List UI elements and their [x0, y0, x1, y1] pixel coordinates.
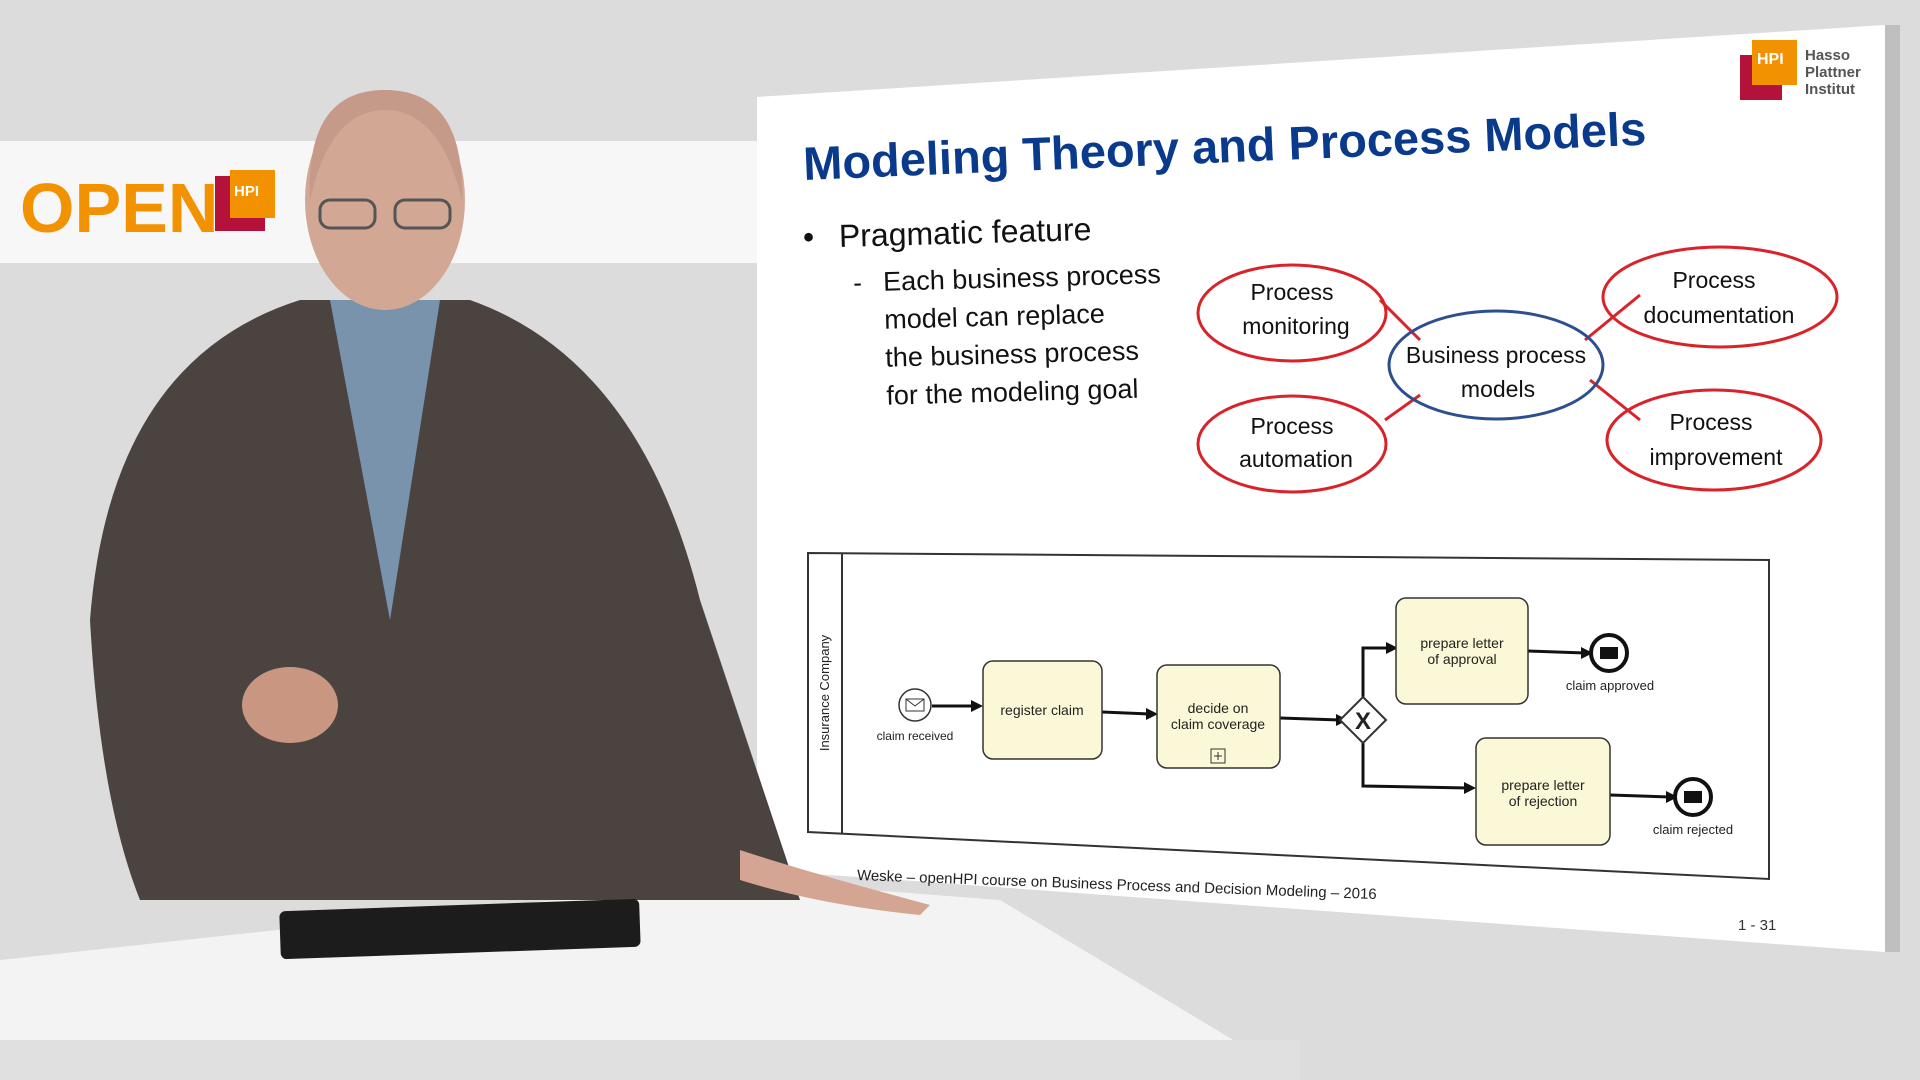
task-register-claim	[982, 660, 1103, 760]
start-event	[898, 688, 932, 722]
mindmap-center-ellipse	[1387, 309, 1605, 421]
envelope-filled-icon	[1600, 647, 1618, 659]
envelope-filled-icon	[1684, 791, 1702, 803]
bpmn-diagram: Insurance Company claim received registe…	[807, 551, 1770, 881]
bpmn-pool	[807, 551, 1770, 881]
start-event-label: claim received	[877, 729, 954, 743]
mindmap-node-label: Process	[1250, 413, 1333, 439]
subprocess-plus-icon	[1210, 748, 1226, 764]
slide-page-number: 1 - 31	[1738, 917, 1776, 934]
mindmap-node-label: improvement	[1650, 444, 1784, 470]
sub-bullet-line: model can replace	[884, 299, 1105, 335]
task-label: prepare letter	[1420, 635, 1504, 651]
envelope-icon	[905, 698, 925, 707]
task-label: of approval	[1427, 651, 1496, 667]
mindmap-node-label: automation	[1239, 446, 1353, 472]
sequence-flows	[932, 646, 1671, 799]
sub-bullet-line: for the modeling goal	[886, 374, 1139, 411]
mindmap-node-ellipse	[1196, 394, 1388, 494]
sub-bullet-line: the business process	[885, 336, 1139, 373]
desk-edge	[0, 1040, 1300, 1080]
task-decide-coverage	[1156, 664, 1281, 769]
task-label: register claim	[1000, 702, 1083, 718]
task-prepare-approval	[1395, 597, 1529, 705]
mindmap-node-ellipse	[1196, 263, 1388, 363]
mindmap-node-label: Process	[1250, 279, 1333, 305]
mindmap-node-label: Process	[1672, 267, 1755, 293]
mindmap-node-label: Process	[1669, 409, 1752, 435]
mindmap-node-label: documentation	[1644, 302, 1795, 328]
hpi-badge-text: HPI	[1757, 51, 1784, 68]
open-logo-text: OPEN	[20, 169, 218, 247]
mindmap: Business process models Process monitori…	[1196, 245, 1839, 494]
sub-bullet-dash: -	[853, 267, 863, 297]
hpi-logo-square	[1752, 40, 1797, 85]
institute-name-line: Plattner	[1805, 64, 1861, 81]
task-prepare-rejection	[1475, 737, 1611, 846]
task-label: claim coverage	[1171, 716, 1265, 732]
mindmap-center-label: Business process	[1406, 342, 1586, 368]
mindmap-node-label: monitoring	[1242, 313, 1349, 339]
task-label: decide on	[1188, 700, 1249, 716]
exclusive-gateway	[1338, 695, 1388, 745]
institute-name-line: Institut	[1805, 81, 1855, 98]
end-event-label: claim approved	[1566, 678, 1654, 693]
subprocess-plus-icon	[1214, 752, 1222, 760]
gateway-marker: X	[1355, 708, 1371, 735]
hpi-logo-square	[230, 170, 275, 218]
tablet-device	[279, 898, 641, 960]
mindmap-center-label: models	[1461, 376, 1535, 402]
hpi-badge-text: HPI	[234, 183, 259, 200]
task-label: of rejection	[1509, 793, 1577, 809]
pool-label: Insurance Company	[817, 634, 832, 751]
bullet-text: Pragmatic feature	[838, 211, 1091, 254]
presentation-slide: HPI Hasso Plattner Institut Modeling The…	[757, 25, 1900, 952]
institute-name-line: Hasso	[1805, 47, 1850, 64]
presenter	[90, 90, 930, 915]
mindmap-node-ellipse	[1605, 388, 1823, 492]
task-label: prepare letter	[1501, 777, 1585, 793]
bullet-dot: •	[802, 219, 814, 255]
mindmap-connector	[1589, 378, 1641, 422]
envelope-icon	[905, 698, 925, 712]
end-event-label: claim rejected	[1653, 822, 1733, 837]
mindmap-node-ellipse	[1601, 245, 1839, 349]
